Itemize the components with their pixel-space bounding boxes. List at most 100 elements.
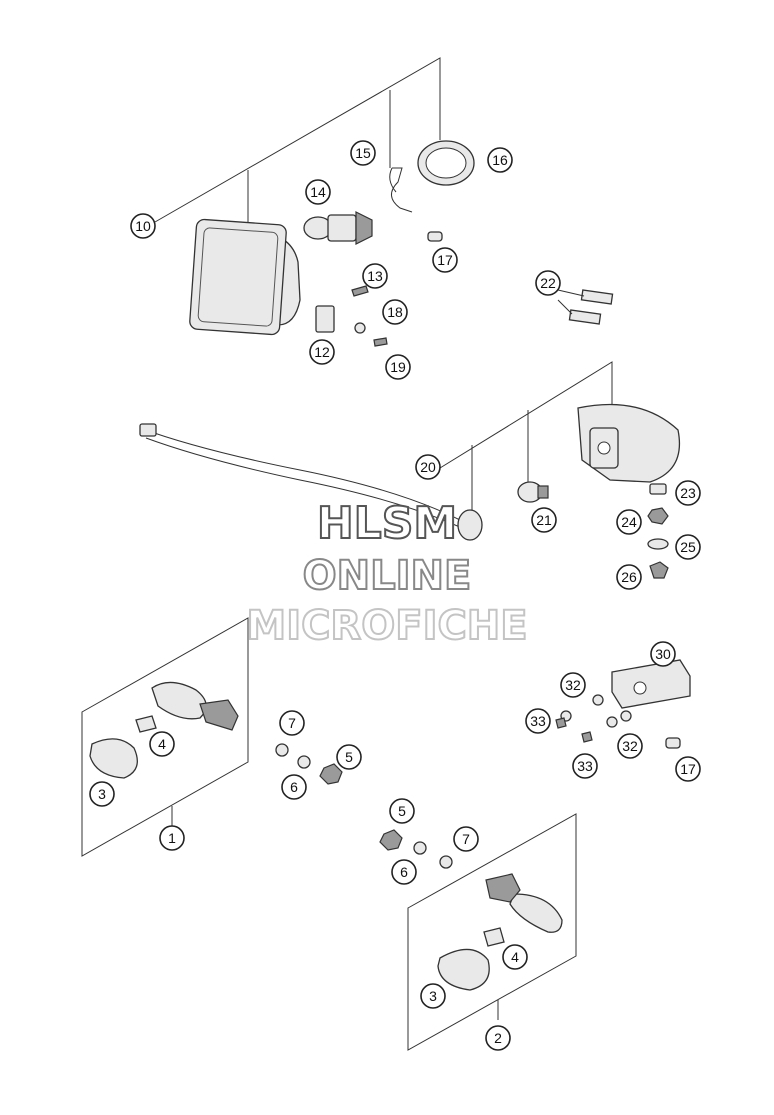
svg-text:25: 25: [680, 539, 696, 555]
callout-2: 2: [485, 1025, 511, 1051]
turn-signal-left-bulb: [135, 715, 157, 733]
callout-1: 1: [159, 825, 185, 851]
svg-text:4: 4: [511, 949, 519, 965]
svg-text:7: 7: [462, 831, 470, 847]
turn-signal-right-body: [485, 873, 563, 933]
license-light-group: [555, 659, 691, 749]
turn-signal-right-bulb: [483, 927, 505, 947]
nut-5a: [319, 763, 343, 785]
callout-6a: 6: [281, 774, 307, 800]
washer-7b: [439, 855, 453, 869]
license-bulb: [665, 737, 681, 749]
svg-text:3: 3: [429, 988, 437, 1004]
callout-4b: 4: [502, 944, 528, 970]
svg-text:23: 23: [680, 485, 696, 501]
svg-text:22: 22: [540, 275, 556, 291]
callout-20: 20: [415, 454, 441, 480]
svg-text:21: 21: [536, 512, 552, 528]
cable-harness: [139, 423, 463, 529]
bulb-retaining-spring: [389, 167, 413, 213]
turn-signal-left-group: [81, 617, 343, 857]
callout-4a: 4: [149, 731, 175, 757]
bolt-13: [351, 285, 369, 297]
svg-text:14: 14: [310, 184, 326, 200]
callout-23: 23: [675, 480, 701, 506]
svg-text:3: 3: [98, 786, 106, 802]
svg-text:12: 12: [314, 344, 330, 360]
svg-text:2: 2: [494, 1030, 502, 1046]
callout-10: 10: [130, 213, 156, 239]
svg-text:20: 20: [420, 459, 436, 475]
svg-text:17: 17: [437, 252, 453, 268]
callout-14: 14: [305, 179, 331, 205]
mounting-bracket: [315, 305, 335, 333]
svg-text:5: 5: [345, 749, 353, 765]
callout-30: 30: [650, 641, 676, 667]
svg-text:13: 13: [367, 268, 383, 284]
svg-text:7: 7: [288, 715, 296, 731]
nut-5b: [379, 829, 403, 851]
taillight-hardware: [647, 483, 669, 579]
callout-17b: 17: [675, 756, 701, 782]
svg-text:10: 10: [135, 218, 151, 234]
callout-26: 26: [616, 564, 642, 590]
callout-32b: 32: [617, 733, 643, 759]
svg-text:32: 32: [622, 738, 638, 754]
headlight-ring: [417, 140, 475, 186]
svg-text:6: 6: [290, 779, 298, 795]
callout-19: 19: [385, 354, 411, 380]
svg-text:26: 26: [621, 569, 637, 585]
callout-25: 25: [675, 534, 701, 560]
callout-5b: 5: [389, 798, 415, 824]
turn-signal-right-lens: [437, 948, 490, 991]
license-light-housing: [611, 659, 691, 709]
callout-33b: 33: [572, 753, 598, 779]
callout-13: 13: [362, 263, 388, 289]
svg-text:4: 4: [158, 736, 166, 752]
turn-signal-right-group: [379, 813, 577, 1051]
svg-text:30: 30: [655, 646, 671, 662]
lockwasher-6a: [297, 755, 311, 769]
turn-signal-left-body: [151, 681, 239, 731]
svg-text:1: 1: [168, 830, 176, 846]
svg-text:33: 33: [577, 758, 593, 774]
callout-6b: 6: [391, 859, 417, 885]
callout-3b: 3: [420, 983, 446, 1009]
washer-18: [354, 322, 366, 334]
callout-32a: 32: [560, 672, 586, 698]
callout-17: 17: [432, 247, 458, 273]
callout-3a: 3: [89, 781, 115, 807]
svg-text:19: 19: [390, 359, 406, 375]
svg-text:32: 32: [565, 677, 581, 693]
callout-33a: 33: [525, 708, 551, 734]
svg-text:33: 33: [530, 713, 546, 729]
taillight-bulb: [517, 481, 549, 503]
callout-15: 15: [350, 140, 376, 166]
taillight-socket: [457, 509, 483, 541]
svg-text:17: 17: [680, 761, 696, 777]
parking-bulb: [427, 231, 443, 242]
lockwasher-6b: [413, 841, 427, 855]
callout-5a: 5: [336, 744, 362, 770]
taillight-housing: [577, 403, 681, 483]
callout-21: 21: [531, 507, 557, 533]
svg-text:5: 5: [398, 803, 406, 819]
callout-7b: 7: [453, 826, 479, 852]
callout-22: 22: [535, 270, 561, 296]
svg-text:15: 15: [355, 145, 371, 161]
svg-text:6: 6: [400, 864, 408, 880]
svg-text:16: 16: [492, 152, 508, 168]
callout-16: 16: [487, 147, 513, 173]
washer-7a: [275, 743, 289, 757]
headlight-housing: [189, 218, 301, 336]
svg-text:18: 18: [387, 304, 403, 320]
headlight-bulb: [303, 211, 373, 245]
turn-signal-left-lens: [89, 738, 138, 779]
callout-18: 18: [382, 299, 408, 325]
taillight-group: [139, 361, 681, 579]
callout-24: 24: [616, 509, 642, 535]
svg-text:24: 24: [621, 514, 637, 530]
callout-12: 12: [309, 339, 335, 365]
headlight-group: [154, 57, 614, 347]
